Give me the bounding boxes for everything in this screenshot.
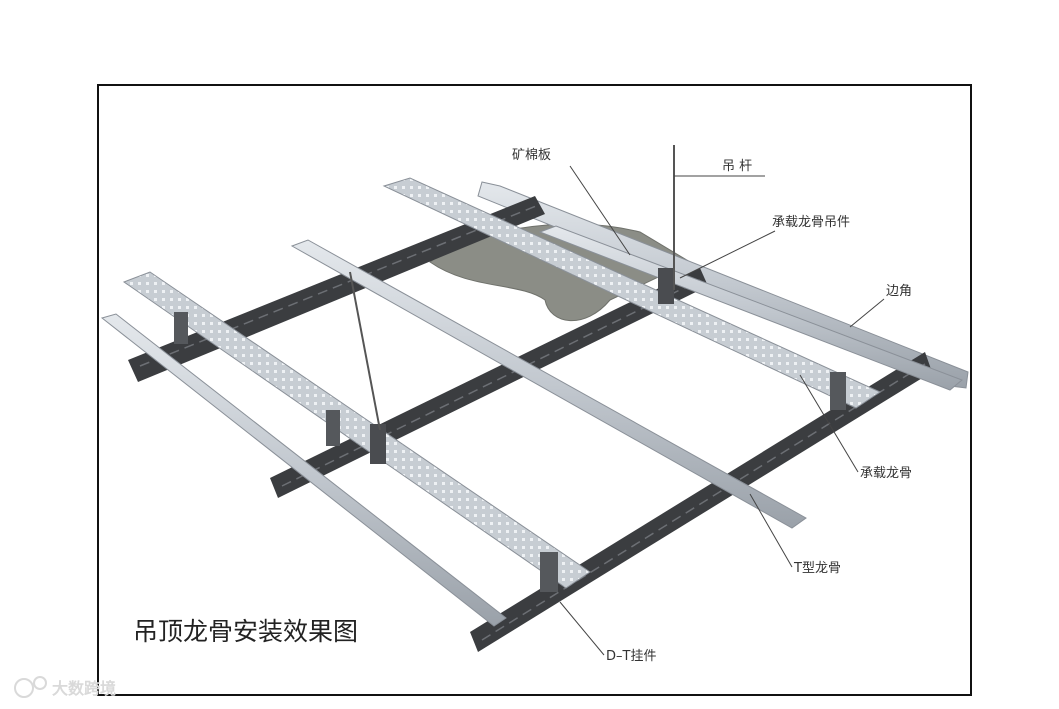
main-runner [382, 177, 882, 409]
hanger-clip [658, 268, 674, 304]
leader-t-runner [749, 493, 793, 568]
main-runner [122, 271, 591, 589]
label-t-runner: T型龙骨 [793, 561, 841, 576]
t-runner [538, 225, 963, 391]
dt-clip [326, 410, 340, 446]
leader-edge-angle [849, 298, 885, 328]
watermark-text: 大数跨境 [52, 679, 116, 698]
dark-runner [470, 352, 932, 652]
label-dt-clip: D–T挂件 [606, 649, 656, 664]
clips [174, 268, 846, 592]
diagram-title: 吊顶龙骨安装效果图 [133, 617, 358, 646]
hanger-clip [370, 424, 386, 464]
t-runner [100, 313, 507, 627]
dt-clip [174, 312, 188, 344]
watermark-logo: 大数跨境 [14, 676, 116, 698]
t-runner [290, 239, 807, 529]
label-main-runner: 承载龙骨 [860, 466, 912, 481]
dt-clip [830, 372, 846, 410]
label-edge-angle: 边角 [886, 284, 912, 299]
leader-mineral-board [569, 165, 631, 256]
dt-clip [540, 552, 558, 592]
main-runners [122, 177, 882, 589]
hanger-rod [349, 271, 381, 431]
t-runners [100, 225, 963, 627]
leader-main-runner [799, 374, 859, 473]
watermark-icon [14, 678, 34, 698]
leader-dt-clip [559, 601, 605, 656]
label-hanger-rod: 吊 杆 [722, 159, 752, 174]
label-mineral-board: 矿棉板 [512, 148, 551, 163]
leader-main-runner-hanger [679, 230, 776, 279]
runner-highlight [481, 363, 926, 641]
leader-lines [559, 165, 885, 656]
runner-highlight [281, 279, 701, 487]
label-main-runner-hanger: 承载龙骨吊件 [772, 215, 850, 230]
